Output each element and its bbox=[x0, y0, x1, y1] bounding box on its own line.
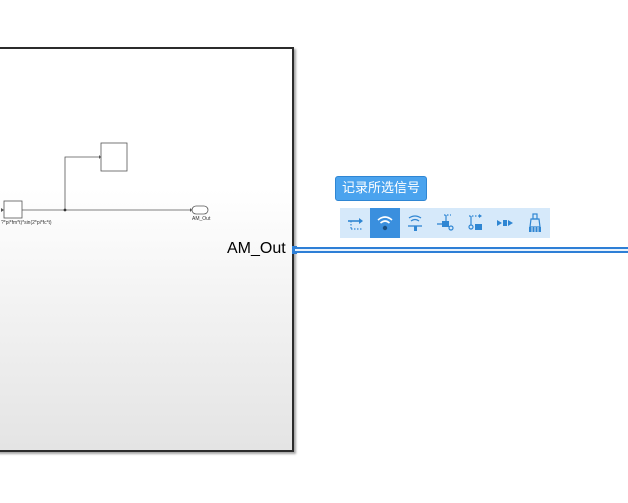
create-signal-button[interactable] bbox=[340, 208, 370, 238]
selected-signal-line[interactable] bbox=[295, 247, 628, 253]
action-tooltip: 记录所选信号 bbox=[335, 176, 428, 201]
subsystem-output-port[interactable] bbox=[292, 246, 297, 254]
subsystem-outport-label: AM_Out bbox=[227, 240, 286, 257]
log-signal-icon bbox=[377, 216, 393, 231]
add-viewer-icon bbox=[408, 215, 422, 231]
add-viewer-button[interactable] bbox=[400, 208, 430, 238]
preview-branch-point bbox=[63, 208, 67, 212]
connect-block-button[interactable] bbox=[490, 208, 520, 238]
log-signal-button[interactable] bbox=[370, 208, 400, 238]
add-input-button[interactable] bbox=[430, 208, 460, 238]
subsystem-block[interactable]: ?*pi*fm*t)*sin(2*pi*fc*t) AM_Out bbox=[0, 47, 294, 452]
add-output-icon bbox=[468, 214, 482, 230]
preview-fcn-expression: ?*pi*fm*t)*sin(2*pi*fc*t) bbox=[1, 220, 52, 226]
subsystem-preview bbox=[1, 142, 209, 219]
highlight-signal-icon bbox=[529, 213, 541, 232]
preview-scope-block bbox=[100, 142, 128, 172]
preview-outport-label: AM_Out bbox=[192, 216, 211, 222]
preview-outport bbox=[191, 205, 209, 215]
signal-action-bar bbox=[340, 208, 550, 238]
highlight-signal-button[interactable] bbox=[520, 208, 550, 238]
create-signal-icon bbox=[348, 218, 363, 230]
preview-arrow-scope bbox=[99, 155, 101, 159]
connect-block-icon bbox=[497, 220, 513, 226]
add-input-icon bbox=[437, 214, 454, 231]
preview-arrow-in bbox=[1, 208, 4, 212]
preview-arrow-out bbox=[190, 208, 192, 212]
preview-branch-line bbox=[64, 156, 99, 210]
preview-fcn-block bbox=[3, 200, 23, 219]
add-output-button[interactable] bbox=[460, 208, 490, 238]
